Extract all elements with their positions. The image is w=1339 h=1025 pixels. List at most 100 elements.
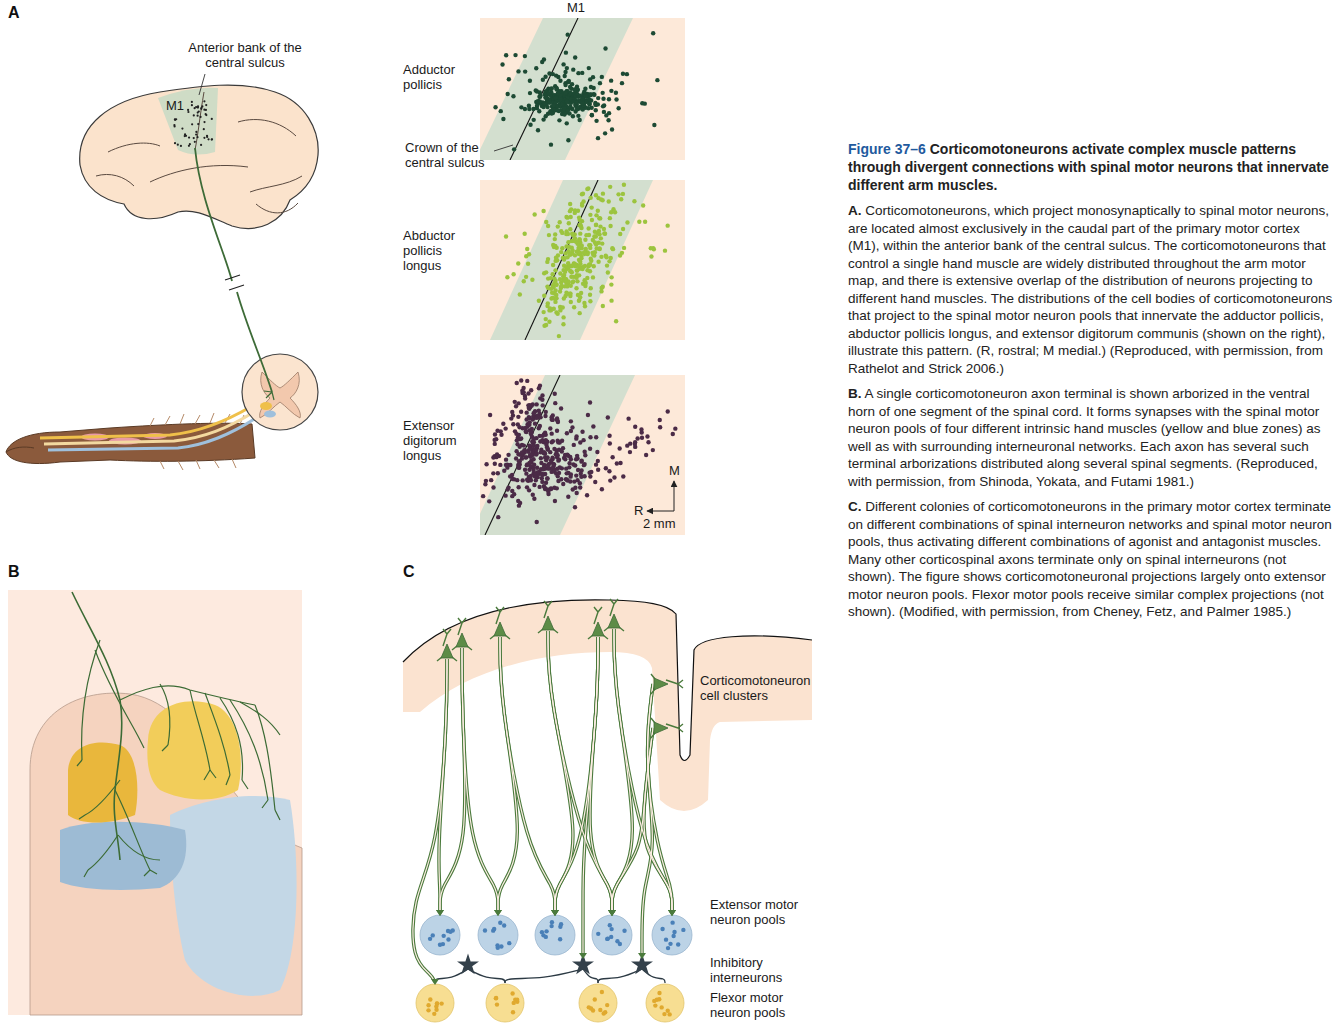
motor-neuron-dot bbox=[451, 928, 455, 932]
dendrite bbox=[651, 674, 683, 694]
corticomotoneuron-dot bbox=[576, 209, 580, 213]
corticomotoneuron-dot bbox=[598, 81, 602, 85]
corticomotoneuron-dot bbox=[531, 444, 535, 448]
corticomotoneuron-dot bbox=[578, 252, 582, 256]
corticomotoneuron-dot bbox=[549, 142, 553, 146]
inhibitory-connection bbox=[583, 969, 598, 983]
neuron-dot bbox=[177, 144, 179, 146]
caption-lead: A. bbox=[848, 203, 862, 218]
spinal-cord-section bbox=[264, 411, 276, 418]
caption-body: A single corticomotoneuron axon terminal… bbox=[848, 386, 1321, 489]
corticomotoneuron-dot bbox=[524, 430, 528, 434]
corticomotoneuron-dot bbox=[549, 431, 553, 435]
corticomotoneuron-dot bbox=[633, 442, 637, 446]
corticomotoneuron-dot bbox=[609, 275, 613, 279]
corticomotoneuron-dot bbox=[598, 216, 602, 220]
ventral-horn-drawing bbox=[120, 686, 255, 705]
corticomotoneuron-dot bbox=[496, 471, 500, 475]
corticomotoneuron-dot bbox=[622, 246, 626, 250]
corticomotoneuron-dot bbox=[525, 379, 529, 383]
corticomotoneuron-dot bbox=[579, 472, 583, 476]
cortex-drawing bbox=[403, 599, 812, 1022]
corticomotoneuron-dot bbox=[588, 435, 592, 439]
motor-neuron-dot bbox=[494, 996, 498, 1000]
corticomotoneuron-dot bbox=[582, 450, 586, 454]
synapse-terminal bbox=[638, 953, 646, 959]
corticomotoneuron-dot bbox=[621, 72, 625, 76]
motor-neuron-dot bbox=[495, 943, 499, 947]
corticomotoneuron-dot bbox=[494, 437, 498, 441]
corticomotoneuron-dot bbox=[555, 439, 559, 443]
corticomotoneuron-dot bbox=[556, 253, 560, 257]
corticomotoneuron-dot bbox=[532, 410, 536, 414]
corticomotoneuron-dot bbox=[577, 251, 581, 255]
corticomotoneuron-dot bbox=[537, 485, 541, 489]
structure-label: Corticomotoneuron cell clusters bbox=[700, 673, 830, 703]
neuron-dot bbox=[195, 131, 197, 133]
corticomotoneuron-axon bbox=[614, 629, 672, 913]
corticomotoneuron-dot bbox=[603, 131, 607, 135]
motor-neuron-dot bbox=[492, 927, 496, 931]
corticomotoneuron-dot bbox=[555, 467, 559, 471]
corticomotoneuron-dot bbox=[577, 223, 581, 227]
corticomotoneuron-dot bbox=[562, 296, 566, 300]
corticomotoneuron-dot bbox=[564, 466, 568, 470]
corticomotoneuron-dots bbox=[481, 378, 678, 524]
motor-neuron-dot bbox=[676, 942, 680, 946]
corticomotoneuron-dot bbox=[601, 97, 605, 101]
synapse-terminal bbox=[494, 910, 502, 916]
corticomotoneuron-dot bbox=[582, 462, 586, 466]
ventral-horn-drawing bbox=[170, 796, 297, 996]
corticomotoneuron-dot bbox=[652, 123, 656, 127]
corticomotoneuron-dot bbox=[550, 111, 554, 115]
motor-neuron-dot bbox=[606, 936, 610, 940]
corticomotoneuron-dot bbox=[587, 263, 591, 267]
corticomotoneuron-dot bbox=[564, 215, 568, 219]
corticomotoneuron bbox=[452, 618, 472, 650]
corticomotoneuron-dot bbox=[576, 71, 580, 75]
corticomotoneuron-dot bbox=[635, 436, 639, 440]
neuron-dot bbox=[193, 137, 195, 139]
corticomotoneuron-dot bbox=[536, 128, 540, 132]
neuron-dot bbox=[211, 118, 213, 120]
corticomotoneuron-dot bbox=[599, 289, 603, 293]
motor-neuron-dot bbox=[681, 928, 685, 932]
corticomotoneuron-dot bbox=[553, 401, 557, 405]
flexor-pool bbox=[579, 984, 617, 1022]
corticospinal-axon bbox=[195, 148, 232, 281]
corticomotoneuron-dot bbox=[655, 78, 659, 82]
corticomotoneuron-dot bbox=[541, 451, 545, 455]
inhibitory-interneuron bbox=[572, 953, 594, 974]
corticomotoneuron-dot bbox=[574, 457, 578, 461]
extensor-pool bbox=[535, 915, 575, 955]
synapse-terminal bbox=[668, 910, 676, 916]
corticomotoneuron-dot bbox=[572, 87, 576, 91]
neuron-dot bbox=[187, 109, 189, 111]
corticomotoneuron-dot bbox=[568, 455, 572, 459]
corticomotoneuron-dot bbox=[528, 123, 532, 127]
corticomotoneuron-dot bbox=[618, 232, 622, 236]
neuron-dot bbox=[184, 135, 186, 137]
corticomotoneuron-dot bbox=[510, 410, 514, 414]
corticomotoneuron-dot bbox=[601, 191, 605, 195]
caption-paragraph: C. Different colonies of corticomotoneur… bbox=[848, 498, 1334, 621]
corticomotoneuron-dot bbox=[567, 111, 571, 115]
corticomotoneuron-dot bbox=[571, 487, 575, 491]
corticomotoneuron-dot bbox=[606, 270, 610, 274]
corticomotoneuron-dot bbox=[590, 113, 594, 117]
corticomotoneuron-dot bbox=[555, 486, 559, 490]
motor-neuron-dot bbox=[507, 941, 511, 945]
corticomotoneuron-axon bbox=[644, 728, 672, 913]
corticomotoneuron-dot bbox=[625, 72, 629, 76]
corticomotoneuron-dot bbox=[528, 91, 532, 95]
corticomotoneuron-dot bbox=[593, 230, 597, 234]
structure-label: Inhibitory interneurons bbox=[710, 955, 810, 985]
corticomotoneuron-dot bbox=[609, 78, 613, 82]
corticomotoneuron-dot bbox=[587, 97, 591, 101]
corticomotoneuron-dot bbox=[562, 256, 566, 260]
ventral-horn-drawing bbox=[160, 684, 170, 745]
corticomotoneuron-dot bbox=[580, 203, 584, 207]
corticomotoneuron-dot bbox=[607, 469, 611, 473]
structure-label: Extensor motor neuron pools bbox=[710, 897, 810, 927]
corticomotoneuron-dot bbox=[531, 457, 535, 461]
